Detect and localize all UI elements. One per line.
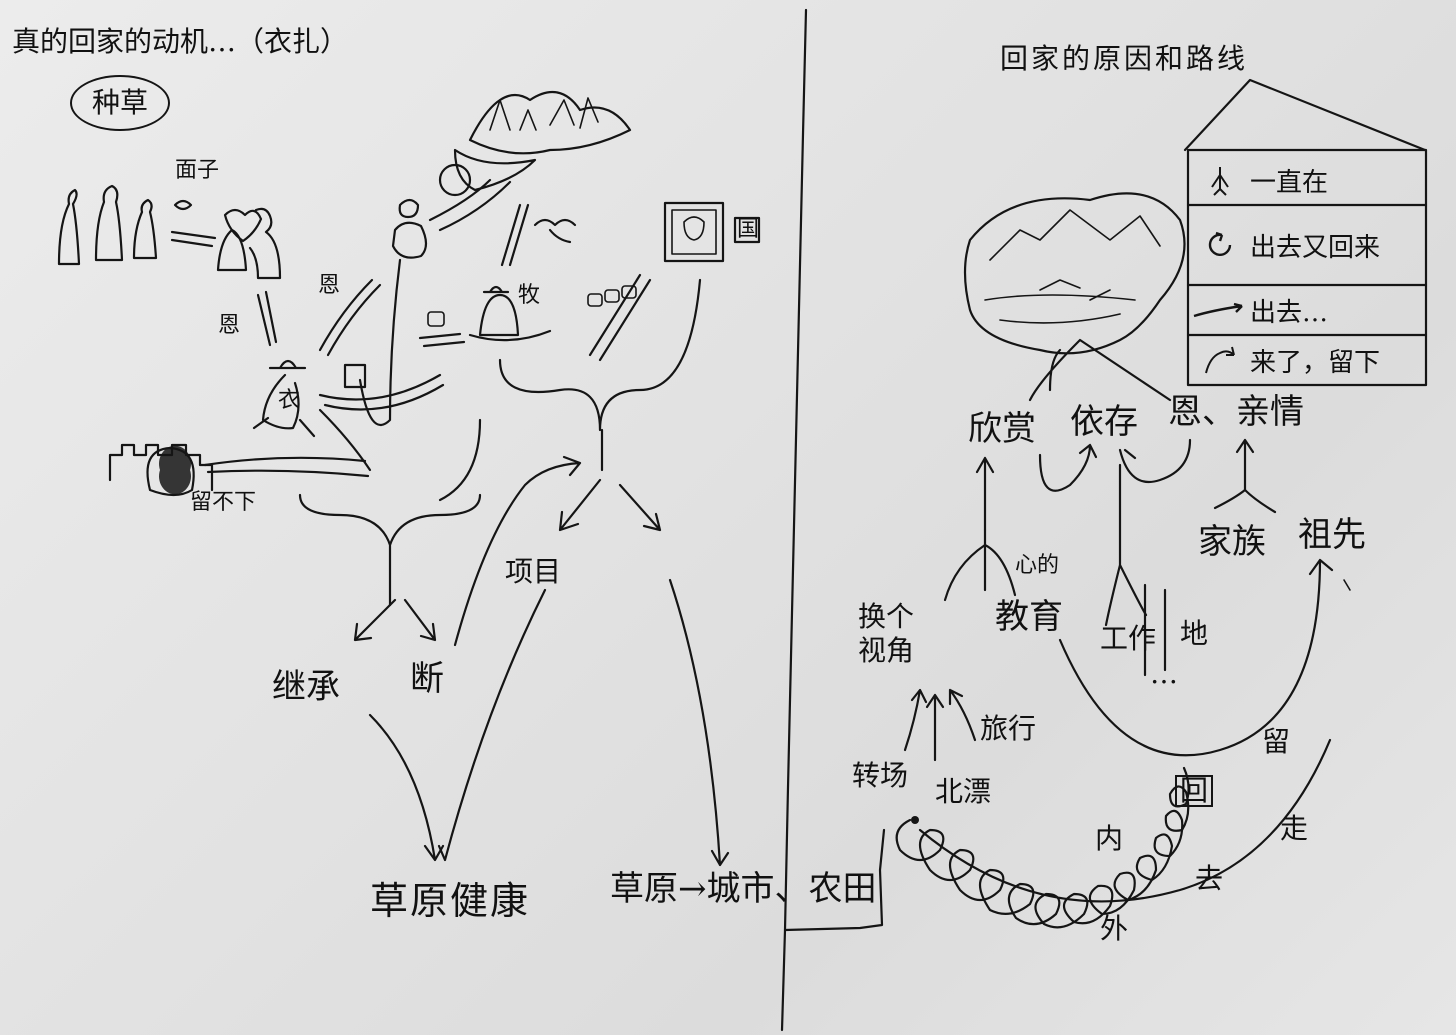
flow-jicheng-to-health <box>370 715 443 860</box>
legend-text-1: 一直在 <box>1250 162 1328 199</box>
legend-row-4: 来了，留下 <box>1190 335 1426 385</box>
legend-row-3: 出去… <box>1190 285 1426 335</box>
label-en-left: 恩 <box>218 315 240 337</box>
house-roof <box>1185 80 1425 150</box>
label-nei: 内 <box>1095 825 1123 853</box>
label-jiazu: 家族 <box>1198 525 1266 559</box>
arrow-to-xiangmu <box>560 480 600 530</box>
loop-arrow-icon <box>1190 225 1250 265</box>
label-xinde: 心的 <box>1015 555 1059 577</box>
label-jiaoyu: 教育 <box>995 600 1063 634</box>
arc-jiaoyu-zuxian <box>1060 560 1332 755</box>
label-duan: 断 <box>410 662 444 696</box>
label-liu: 留 <box>1262 728 1290 756</box>
label-lvxing: 旅行 <box>980 715 1036 743</box>
label-zhuanchang: 转场 <box>852 762 908 790</box>
label-mu: 牧 <box>518 285 540 307</box>
label-di: 地 <box>1180 620 1208 648</box>
arrow-to-duan <box>405 600 435 640</box>
arrow-out-icon <box>1190 290 1250 330</box>
legend-text-3: 出去… <box>1250 292 1328 329</box>
arrow-to-jicheng <box>355 600 395 640</box>
label-caoyuan-jiankang: 草原健康 <box>370 882 530 920</box>
divider-foot <box>782 930 785 1030</box>
label-enqinqing: 恩、亲情 <box>1168 395 1304 429</box>
arrow-right-down <box>620 485 660 530</box>
center-divider <box>785 10 884 930</box>
seated-figure-icon <box>393 200 426 258</box>
arrow-in-icon <box>1190 340 1250 380</box>
legend-text-2: 出去又回来 <box>1250 227 1380 264</box>
left-title: 真的回家的动机…（衣扎） <box>12 28 348 56</box>
figure-standing-icon <box>1190 160 1250 200</box>
legend-row-2: 出去又回来 <box>1190 220 1426 270</box>
label-xinshang: 欣赏 <box>968 412 1036 446</box>
label-qu: 去 <box>1195 865 1223 893</box>
label-wai: 外 <box>1100 915 1128 943</box>
circled-label: 种草 <box>70 75 170 131</box>
label-guo: 国 <box>737 219 759 241</box>
bird-icon <box>535 220 575 242</box>
card-icon <box>345 365 365 387</box>
landscape-balloon-icon <box>965 193 1185 353</box>
label-gongzuo: 工作 <box>1100 625 1156 653</box>
portrait-frame-icon <box>665 203 723 261</box>
couple-icon <box>218 209 280 278</box>
label-mianzi: 面子 <box>175 160 219 182</box>
legend-text-4: 来了，留下 <box>1250 342 1380 379</box>
arrow-up-xinshang <box>977 458 993 530</box>
label-hui: 回 <box>1175 775 1213 807</box>
curl-under-qinqing <box>1120 440 1190 482</box>
mountain-herd-icon <box>455 92 630 190</box>
label-dots: … <box>1150 660 1178 688</box>
label-en-mid: 恩 <box>318 275 340 297</box>
flow-to-city <box>670 580 728 865</box>
arrow-to-xiangmu-up <box>455 457 580 645</box>
right-title: 回家的原因和路线 <box>1000 45 1248 73</box>
legend-row-1: 一直在 <box>1190 155 1426 205</box>
label-beipiao: 北漂 <box>935 778 991 806</box>
face-icon <box>175 201 191 209</box>
label-zuxian: 祖先 <box>1298 518 1366 552</box>
flow-xiangmu-to-health <box>439 590 545 860</box>
castle-girl-icon <box>110 445 212 495</box>
label-yicun: 依存 <box>1070 405 1138 439</box>
label-liubuxia: 留不下 <box>190 492 256 514</box>
family-figures-icon <box>59 186 156 264</box>
label-jicheng: 继承 <box>272 670 340 704</box>
label-yi: 衣 <box>278 390 300 412</box>
question-bubble-icon <box>440 165 470 195</box>
label-zou: 走 <box>1280 815 1308 843</box>
curl-under-yicun <box>1040 445 1096 491</box>
label-huangeshijiao: 换个视角 <box>858 600 938 667</box>
arrow-up-enqinqing <box>1237 440 1253 490</box>
label-xiangmu: 项目 <box>505 558 561 586</box>
label-caoyuan-chengshi: 草原→城市、农田 <box>610 872 877 906</box>
